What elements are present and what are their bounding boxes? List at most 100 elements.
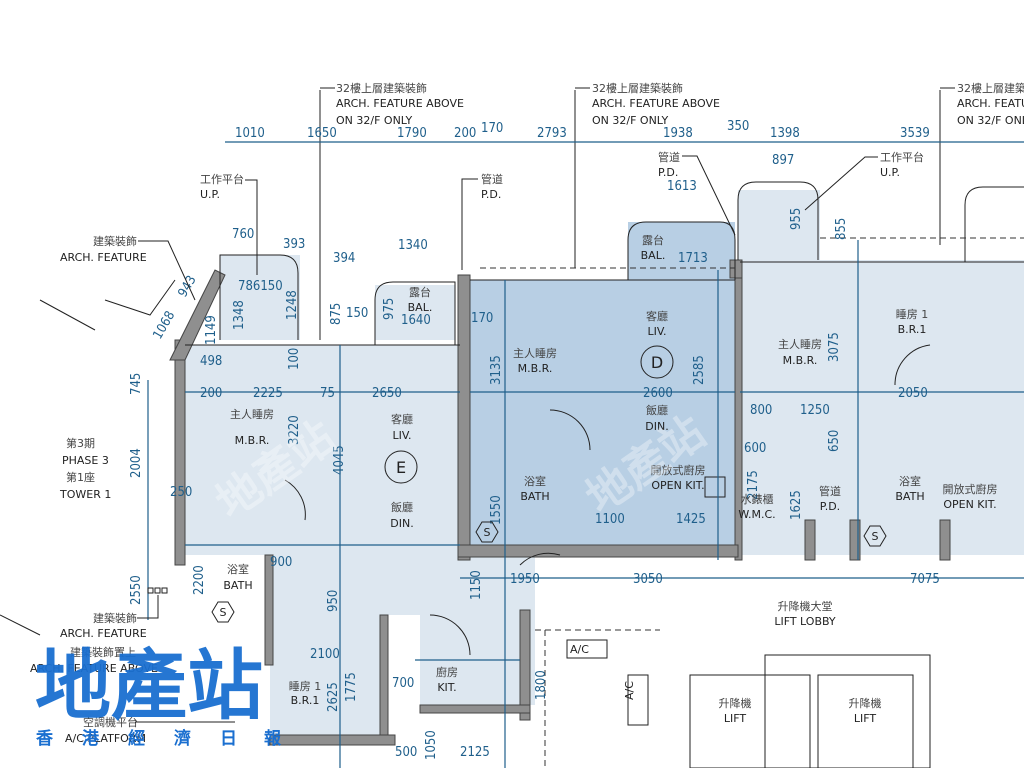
room-label: 露台	[409, 285, 431, 299]
dim-label: 1050	[424, 730, 439, 760]
dim-label: 2225	[253, 386, 283, 401]
note-text: 工作平台	[200, 172, 244, 186]
dim-label: 1950	[510, 572, 540, 587]
room-label: 飯廳	[646, 403, 668, 417]
shower-label: S	[872, 530, 879, 543]
dim-label: 394	[333, 251, 355, 266]
dim-label: 600	[744, 441, 766, 456]
dim-label: 2100	[310, 647, 340, 662]
room-label: 管道	[819, 484, 841, 498]
room-label: LIFT LOBBY	[774, 615, 836, 628]
dim-label: 200	[200, 386, 222, 401]
room-label: BAL.	[408, 301, 433, 314]
dim-label: 1149	[204, 315, 219, 345]
dim-label: 2585	[692, 355, 707, 385]
dim-label: 200	[454, 126, 476, 141]
dim-label: 1425	[676, 512, 706, 527]
note-text: P.D.	[658, 166, 678, 179]
dim-label: 2200	[192, 565, 207, 595]
lift-label: LIFT	[724, 712, 747, 725]
room-label: KIT.	[437, 681, 456, 694]
callout-arch-feature-above-2: 32樓上層建築裝飾 ARCH. FEATURE ABOVE ON 32/F ON…	[575, 81, 720, 127]
dim-label: 3050	[633, 572, 663, 587]
dim-label: 950	[326, 590, 341, 612]
unit-marker-circle	[640, 345, 674, 379]
room-label: B.R.1	[291, 694, 320, 707]
room-label: M.B.R.	[235, 434, 270, 447]
room-label: 飯廳	[391, 500, 413, 514]
walls	[169, 259, 951, 746]
room-label: 主人睡房	[778, 338, 822, 351]
unit-marker: D	[651, 353, 663, 372]
note-text: 管道	[481, 172, 503, 186]
ac-label: A/C	[623, 681, 636, 700]
top-dimension-labels: 1010 1650 1790 200 170 2793 1938 350 139…	[235, 119, 930, 141]
dim-label: 943	[175, 273, 199, 300]
room-label: B.R.1	[898, 323, 927, 336]
room-label: 客廳	[646, 309, 668, 323]
note-text: 建築裝飾	[93, 611, 137, 625]
dim-label: 2175	[746, 470, 761, 500]
dim-label: 170	[471, 311, 493, 326]
note-text: ARCH. FEATURE	[60, 627, 147, 640]
dim-label: 1068	[150, 309, 178, 342]
note-text: ARCH. FEATURE ABOVE	[30, 662, 158, 675]
dim-label: 1150	[469, 570, 484, 600]
watermark-sub: 濟	[174, 728, 191, 749]
unit-c-labels: 主人睡房 M.B.R. 睡房 1 B.R.1 水錶櫃 W.M.C. 管道 P.D…	[738, 308, 998, 547]
dim-label: 250	[170, 485, 192, 500]
note-text: ARCH. FEATURE ABOVE	[336, 97, 464, 110]
dim-label: 393	[283, 237, 305, 252]
dim-label: 800	[750, 403, 772, 418]
dim-label: 1100	[595, 512, 625, 527]
phase-tower-label: 第3期 PHASE 3 第1座 TOWER 1	[59, 436, 111, 501]
dim-label: 1650	[307, 126, 337, 141]
room-label: BAL.	[641, 249, 666, 262]
watermark-sub: 港	[82, 728, 100, 749]
outlines	[0, 90, 1024, 768]
dim-label: 1938	[663, 126, 693, 141]
dim-label: 1640	[401, 313, 431, 328]
dim-label: 3539	[900, 126, 930, 141]
room-label: 廚房	[436, 665, 458, 679]
dim-label: 350	[727, 119, 749, 134]
room-label: OPEN KIT.	[943, 498, 996, 511]
room-label: OPEN KIT.	[651, 479, 704, 492]
room-label: LIV.	[393, 429, 412, 442]
dim-label: 2125	[460, 745, 490, 760]
shower-marker	[211, 601, 235, 623]
watermark-sub: 報	[264, 728, 282, 749]
room-label: BATH	[223, 579, 252, 592]
dim-label: 900	[270, 555, 292, 570]
dim-label: 500	[395, 745, 417, 760]
dim-label: 2625	[326, 682, 341, 712]
room-label: 開放式廚房	[943, 482, 998, 496]
unit-d-floor	[468, 222, 735, 555]
room-label: M.B.R.	[518, 362, 553, 375]
dim-label: 100	[287, 348, 302, 370]
dim-label: 875	[329, 303, 344, 325]
note-text: 32樓上層建築裝飾	[592, 81, 683, 95]
note-text: ARCH. FEATURE ABOVE	[592, 97, 720, 110]
unit-marker-circle	[384, 450, 418, 484]
room-label: 升降機大堂	[778, 599, 833, 613]
callout-pipe-duct-right: 管道 P.D.	[658, 150, 736, 236]
room-label: 客廳	[391, 412, 413, 426]
room-label: 浴室	[899, 474, 921, 488]
tower-zh: 第1座	[66, 470, 95, 484]
unit-marker: E	[396, 458, 406, 477]
watermark-sub: 香	[36, 729, 53, 749]
room-label: W.M.C.	[738, 508, 775, 521]
dimension-lines	[147, 141, 1024, 768]
dim-label: 498	[200, 354, 222, 369]
dim-label: 75	[320, 386, 335, 401]
note-text: 管道	[658, 150, 680, 164]
common-area-labels: 升降機大堂 LIFT LOBBY 升降機 LIFT 升降機 LIFT	[719, 599, 882, 725]
callout-arch-feature-above-lower: 建築裝飾置上 ARCH. FEATURE ABOVE	[30, 645, 158, 675]
shower-marker	[863, 525, 887, 547]
unit-c-floor	[738, 190, 1024, 555]
room-label: DIN.	[390, 517, 413, 530]
dim-label: 1550	[489, 495, 504, 525]
note-text: A/C PLATFORM	[65, 732, 146, 745]
dim-label: 2793	[537, 126, 567, 141]
